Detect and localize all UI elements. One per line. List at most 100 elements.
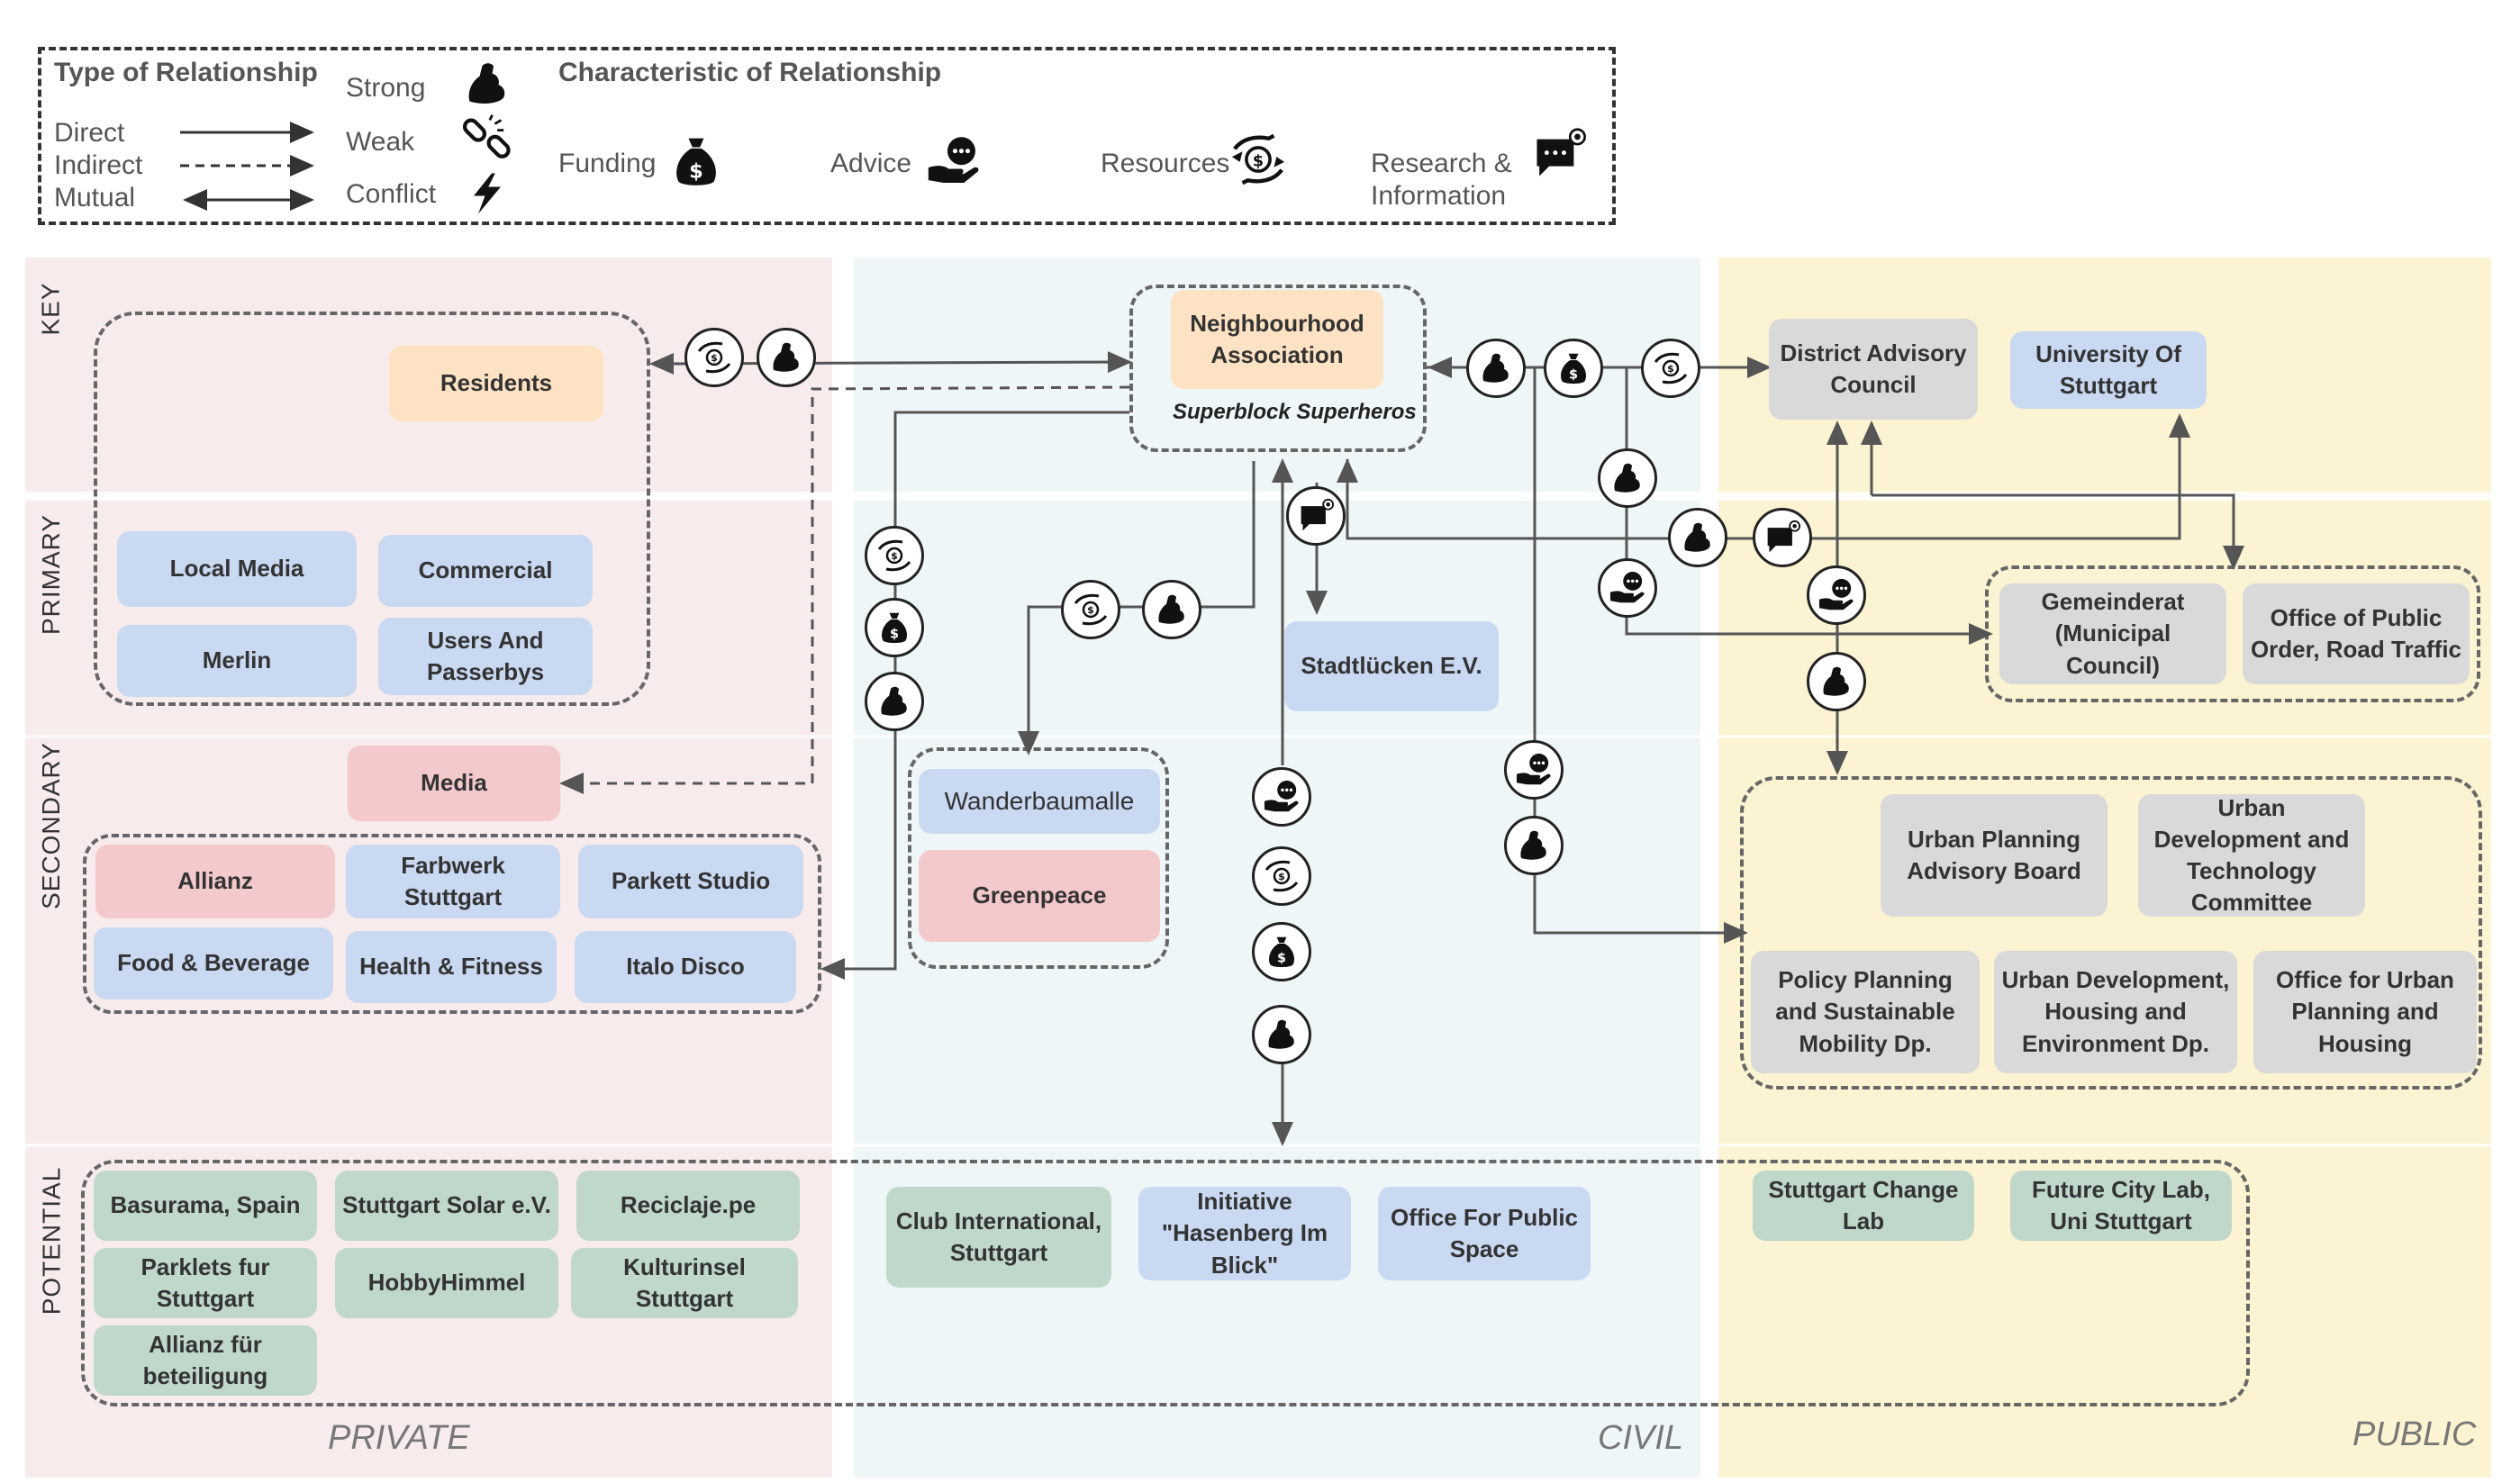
research-chat-icon xyxy=(1286,486,1346,546)
svg-text:$: $ xyxy=(1278,871,1285,882)
node-gemeinderat: Gemeinderat (Municipal Council) xyxy=(1999,583,2226,684)
legend-mutual-label: Mutual xyxy=(54,183,136,213)
legend-characteristic-title: Characteristic of Relationship xyxy=(558,58,942,87)
strong-arm-icon xyxy=(456,52,519,115)
resources-hands-icon: $ xyxy=(1227,128,1290,191)
node-urban-planning-advisory: Urban Planning Advisory Board xyxy=(1881,794,2108,917)
node-allianz-beteiligung: Allianz für beteiligung xyxy=(94,1325,317,1396)
money-bag-icon: $ xyxy=(665,130,728,193)
advice-hand-icon xyxy=(922,130,985,193)
svg-text:$: $ xyxy=(891,550,898,562)
node-future-city-lab: Future City Lab, Uni Stuttgart xyxy=(2010,1171,2232,1241)
strong-arm-icon xyxy=(1466,339,1526,398)
node-district-advisory: District Advisory Council xyxy=(1769,319,1978,420)
legend: Type of Relationship Direct Indirect Mut… xyxy=(38,47,1616,225)
legend-strong-label: Strong xyxy=(346,73,426,103)
edge-wanderbaumalle xyxy=(1018,461,1255,755)
node-food-beverage: Food & Beverage xyxy=(94,927,333,999)
node-local-media: Local Media xyxy=(117,531,357,607)
edge-district-office-order xyxy=(1872,493,2244,570)
node-stuttgart-solar: Stuttgart Solar e.V. xyxy=(335,1171,558,1241)
strong-arm-icon xyxy=(1598,448,1657,508)
svg-text:$: $ xyxy=(1667,363,1674,375)
row-separator-primary xyxy=(25,735,2500,738)
edge-urban-group xyxy=(1533,367,1748,944)
advice-hand-icon xyxy=(1598,558,1657,618)
node-superblock-label: Superblock Superheros xyxy=(1173,400,1417,424)
node-farbwerk: Farbwerk Stuttgart xyxy=(346,845,560,918)
resources-icon: $ xyxy=(865,526,924,585)
node-parkett: Parkett Studio xyxy=(578,845,803,918)
node-office-public-order: Office of Public Order, Road Traffic xyxy=(2243,583,2470,684)
resources-icon: $ xyxy=(1641,339,1700,398)
legend-funding-label: Funding xyxy=(558,149,657,178)
money-bag-icon: $ xyxy=(1544,339,1603,398)
legend-resources-label: Resources xyxy=(1101,149,1230,178)
group-potential xyxy=(81,1160,2250,1406)
node-change-lab: Stuttgart Change Lab xyxy=(1753,1171,1974,1241)
legend-weak-label: Weak xyxy=(346,127,415,157)
legend-arrows xyxy=(180,122,314,211)
legend-advice-label: Advice xyxy=(830,149,912,178)
node-media: Media xyxy=(348,746,560,821)
strong-arm-icon xyxy=(1252,1005,1311,1064)
node-stadtlucken: Stadtlücken E.V. xyxy=(1284,621,1499,711)
node-neighbourhood-association: Neighbourhood Association xyxy=(1171,290,1383,389)
svg-text:$: $ xyxy=(890,628,899,642)
strong-arm-icon xyxy=(757,328,816,387)
node-users-passerbys: Users And Passerbys xyxy=(378,618,593,695)
node-urban-dev-tech: Urban Development and Technology Committ… xyxy=(2138,794,2365,917)
svg-text:$: $ xyxy=(1277,952,1286,966)
sector-civil-label: CIVIL xyxy=(1598,1419,1684,1457)
legend-type-title: Type of Relationship xyxy=(54,58,318,87)
node-residents: Residents xyxy=(389,346,603,421)
node-club-international: Club International, Stuttgart xyxy=(886,1187,1111,1288)
resources-icon: $ xyxy=(1061,580,1120,639)
resources-icon: $ xyxy=(684,328,744,387)
legend-research-label-2: Information xyxy=(1371,181,1507,211)
group-residents xyxy=(94,312,650,706)
node-university: University Of Stuttgart xyxy=(2010,331,2207,409)
svg-text:$: $ xyxy=(1569,368,1578,383)
strong-arm-icon xyxy=(1504,816,1564,875)
node-kulturinsel: Kulturinsel Stuttgart xyxy=(571,1248,798,1318)
node-reciclaje: Reciclaje.pe xyxy=(576,1171,800,1241)
legend-research-label-1: Research & xyxy=(1371,149,1512,178)
legend-indirect-label: Indirect xyxy=(54,150,143,180)
sector-private-label: PRIVATE xyxy=(328,1419,470,1457)
node-initiative-hasenberg: Initiative "Hasenberg Im Blick" xyxy=(1138,1187,1351,1280)
node-parklets: Parklets fur Stuttgart xyxy=(94,1248,317,1318)
advice-hand-icon xyxy=(1807,565,1866,625)
node-hobbyhimmel: HobbyHimmel xyxy=(335,1248,558,1318)
node-health-fitness: Health & Fitness xyxy=(346,931,557,1003)
svg-text:$: $ xyxy=(689,159,703,183)
node-office-urban-planning: Office for Urban Planning and Housing xyxy=(2253,951,2477,1073)
node-merlin: Merlin xyxy=(117,625,357,697)
advice-hand-icon xyxy=(1252,767,1311,827)
node-wanderbaumalle: Wanderbaumalle xyxy=(919,769,1160,834)
sector-public-label: PUBLIC xyxy=(2352,1415,2477,1453)
weak-chain-icon xyxy=(456,106,519,169)
row-separator-key xyxy=(25,492,2500,501)
node-greenpeace: Greenpeace xyxy=(919,850,1160,942)
research-chat-icon xyxy=(1527,122,1591,185)
strong-arm-icon xyxy=(1807,652,1866,711)
conflict-bolt-icon xyxy=(456,162,519,225)
svg-text:$: $ xyxy=(1087,604,1094,616)
svg-text:$: $ xyxy=(711,352,718,364)
group-secondary-private xyxy=(83,834,821,1014)
row-separator-secondary xyxy=(25,1144,2500,1147)
strong-arm-icon xyxy=(1142,580,1201,639)
legend-conflict-label: Conflict xyxy=(346,179,437,209)
strong-arm-icon xyxy=(865,672,924,731)
svg-text:$: $ xyxy=(1253,152,1264,170)
node-urban-dev-housing-env: Urban Development, Housing and Environme… xyxy=(1994,951,2237,1073)
research-chat-icon xyxy=(1753,508,1812,567)
money-bag-icon: $ xyxy=(865,598,924,657)
node-basurama: Basurama, Spain xyxy=(94,1171,317,1241)
node-italo-disco: Italo Disco xyxy=(575,931,796,1003)
strong-arm-icon xyxy=(1668,508,1727,567)
node-policy-planning: Policy Planning and Sustainable Mobility… xyxy=(1751,951,1980,1073)
legend-direct-label: Direct xyxy=(54,118,125,148)
advice-hand-icon xyxy=(1504,740,1564,800)
